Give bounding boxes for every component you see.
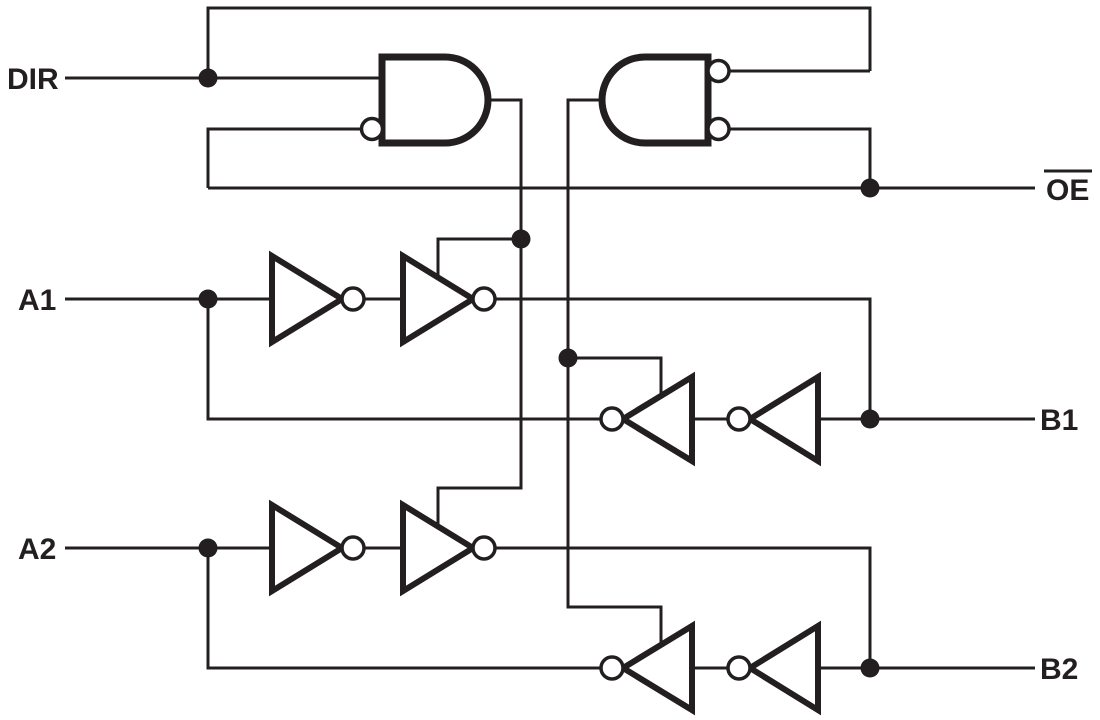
buffer-b2-stage1-triangle — [744, 620, 821, 716]
wire-b-enable-rail — [566, 98, 663, 645]
junction-b1 — [860, 409, 880, 429]
wire-b1-driver-to-a1 — [206, 299, 601, 421]
and-gate-b-enable-body — [598, 53, 712, 147]
junction-b2 — [860, 658, 880, 678]
wire-a1-driver-to-b1 — [495, 297, 872, 419]
label-b1: B1 — [1040, 404, 1078, 437]
buffer-a2-stage1 — [269, 499, 366, 597]
buffer-b2-stage2-triangle — [617, 620, 695, 716]
wire-dir-up-to-top-rail — [206, 6, 872, 78]
wire-oe-right-leg — [729, 127, 872, 188]
buffer-b1-stage2-bubble — [599, 406, 625, 432]
junction-oe — [860, 178, 880, 198]
buffer-a2-stage2-bubble — [471, 535, 497, 561]
junction-a2 — [198, 538, 218, 558]
buffer-b2-stage1 — [726, 620, 821, 716]
buffer-a1-stage1-triangle — [269, 250, 348, 348]
junction-a-enable — [511, 229, 531, 249]
and-gate-b-enable-top-bubble — [706, 58, 731, 84]
junction-b-enable — [558, 348, 578, 368]
buffer-b1-stage2-triangle — [617, 371, 695, 467]
junction-a1 — [198, 289, 218, 309]
wire-b1-enable-branch — [568, 356, 663, 396]
label-b2: B2 — [1040, 653, 1078, 686]
buffer-b2-stage1-bubble — [726, 655, 752, 681]
junction-dir — [198, 68, 218, 88]
buffer-b2-stage2 — [599, 620, 695, 716]
label-oe: OE — [1046, 174, 1089, 207]
and-gate-a-enable-body — [378, 53, 492, 147]
and-gate-a-enable — [359, 53, 492, 147]
buffer-b1-stage1 — [726, 371, 821, 467]
wire-b2-driver-to-a2 — [206, 548, 601, 670]
buffer-a1-stage2-bubble — [471, 286, 497, 312]
pin-labels: DIR OE A1 B1 A2 B2 — [7, 63, 1092, 686]
buffer-a1-stage1-bubble — [340, 286, 366, 312]
buffer-b1-stage1-bubble — [726, 406, 752, 432]
and-gate-b-enable — [598, 53, 731, 147]
label-dir: DIR — [7, 63, 59, 96]
label-a1: A1 — [18, 284, 56, 317]
wire-a1-enable-branch — [436, 237, 521, 278]
wire-oe-left-leg — [206, 127, 362, 188]
buffer-a1-stage2-triangle — [400, 250, 479, 348]
wires — [65, 6, 1035, 670]
junction-dots — [198, 68, 880, 678]
buffer-a2-stage2 — [400, 499, 497, 597]
wire-a2-driver-to-b2 — [495, 546, 872, 668]
buffer-b1-stage2 — [599, 371, 695, 467]
wire-a-enable-rail — [436, 98, 523, 527]
buffer-a2-stage1-bubble — [340, 535, 366, 561]
and-gate-a-enable-input-bubble — [359, 116, 385, 142]
buffer-b2-stage2-bubble — [599, 655, 625, 681]
buffer-a1-stage2 — [400, 250, 497, 348]
buffer-b1-stage1-triangle — [744, 371, 821, 467]
label-a2: A2 — [18, 533, 56, 566]
buffer-a1-stage1 — [269, 250, 366, 348]
buffer-a2-stage1-triangle — [269, 499, 348, 597]
and-gate-b-enable-bottom-bubble — [706, 116, 731, 142]
buffer-a2-stage2-triangle — [400, 499, 479, 597]
